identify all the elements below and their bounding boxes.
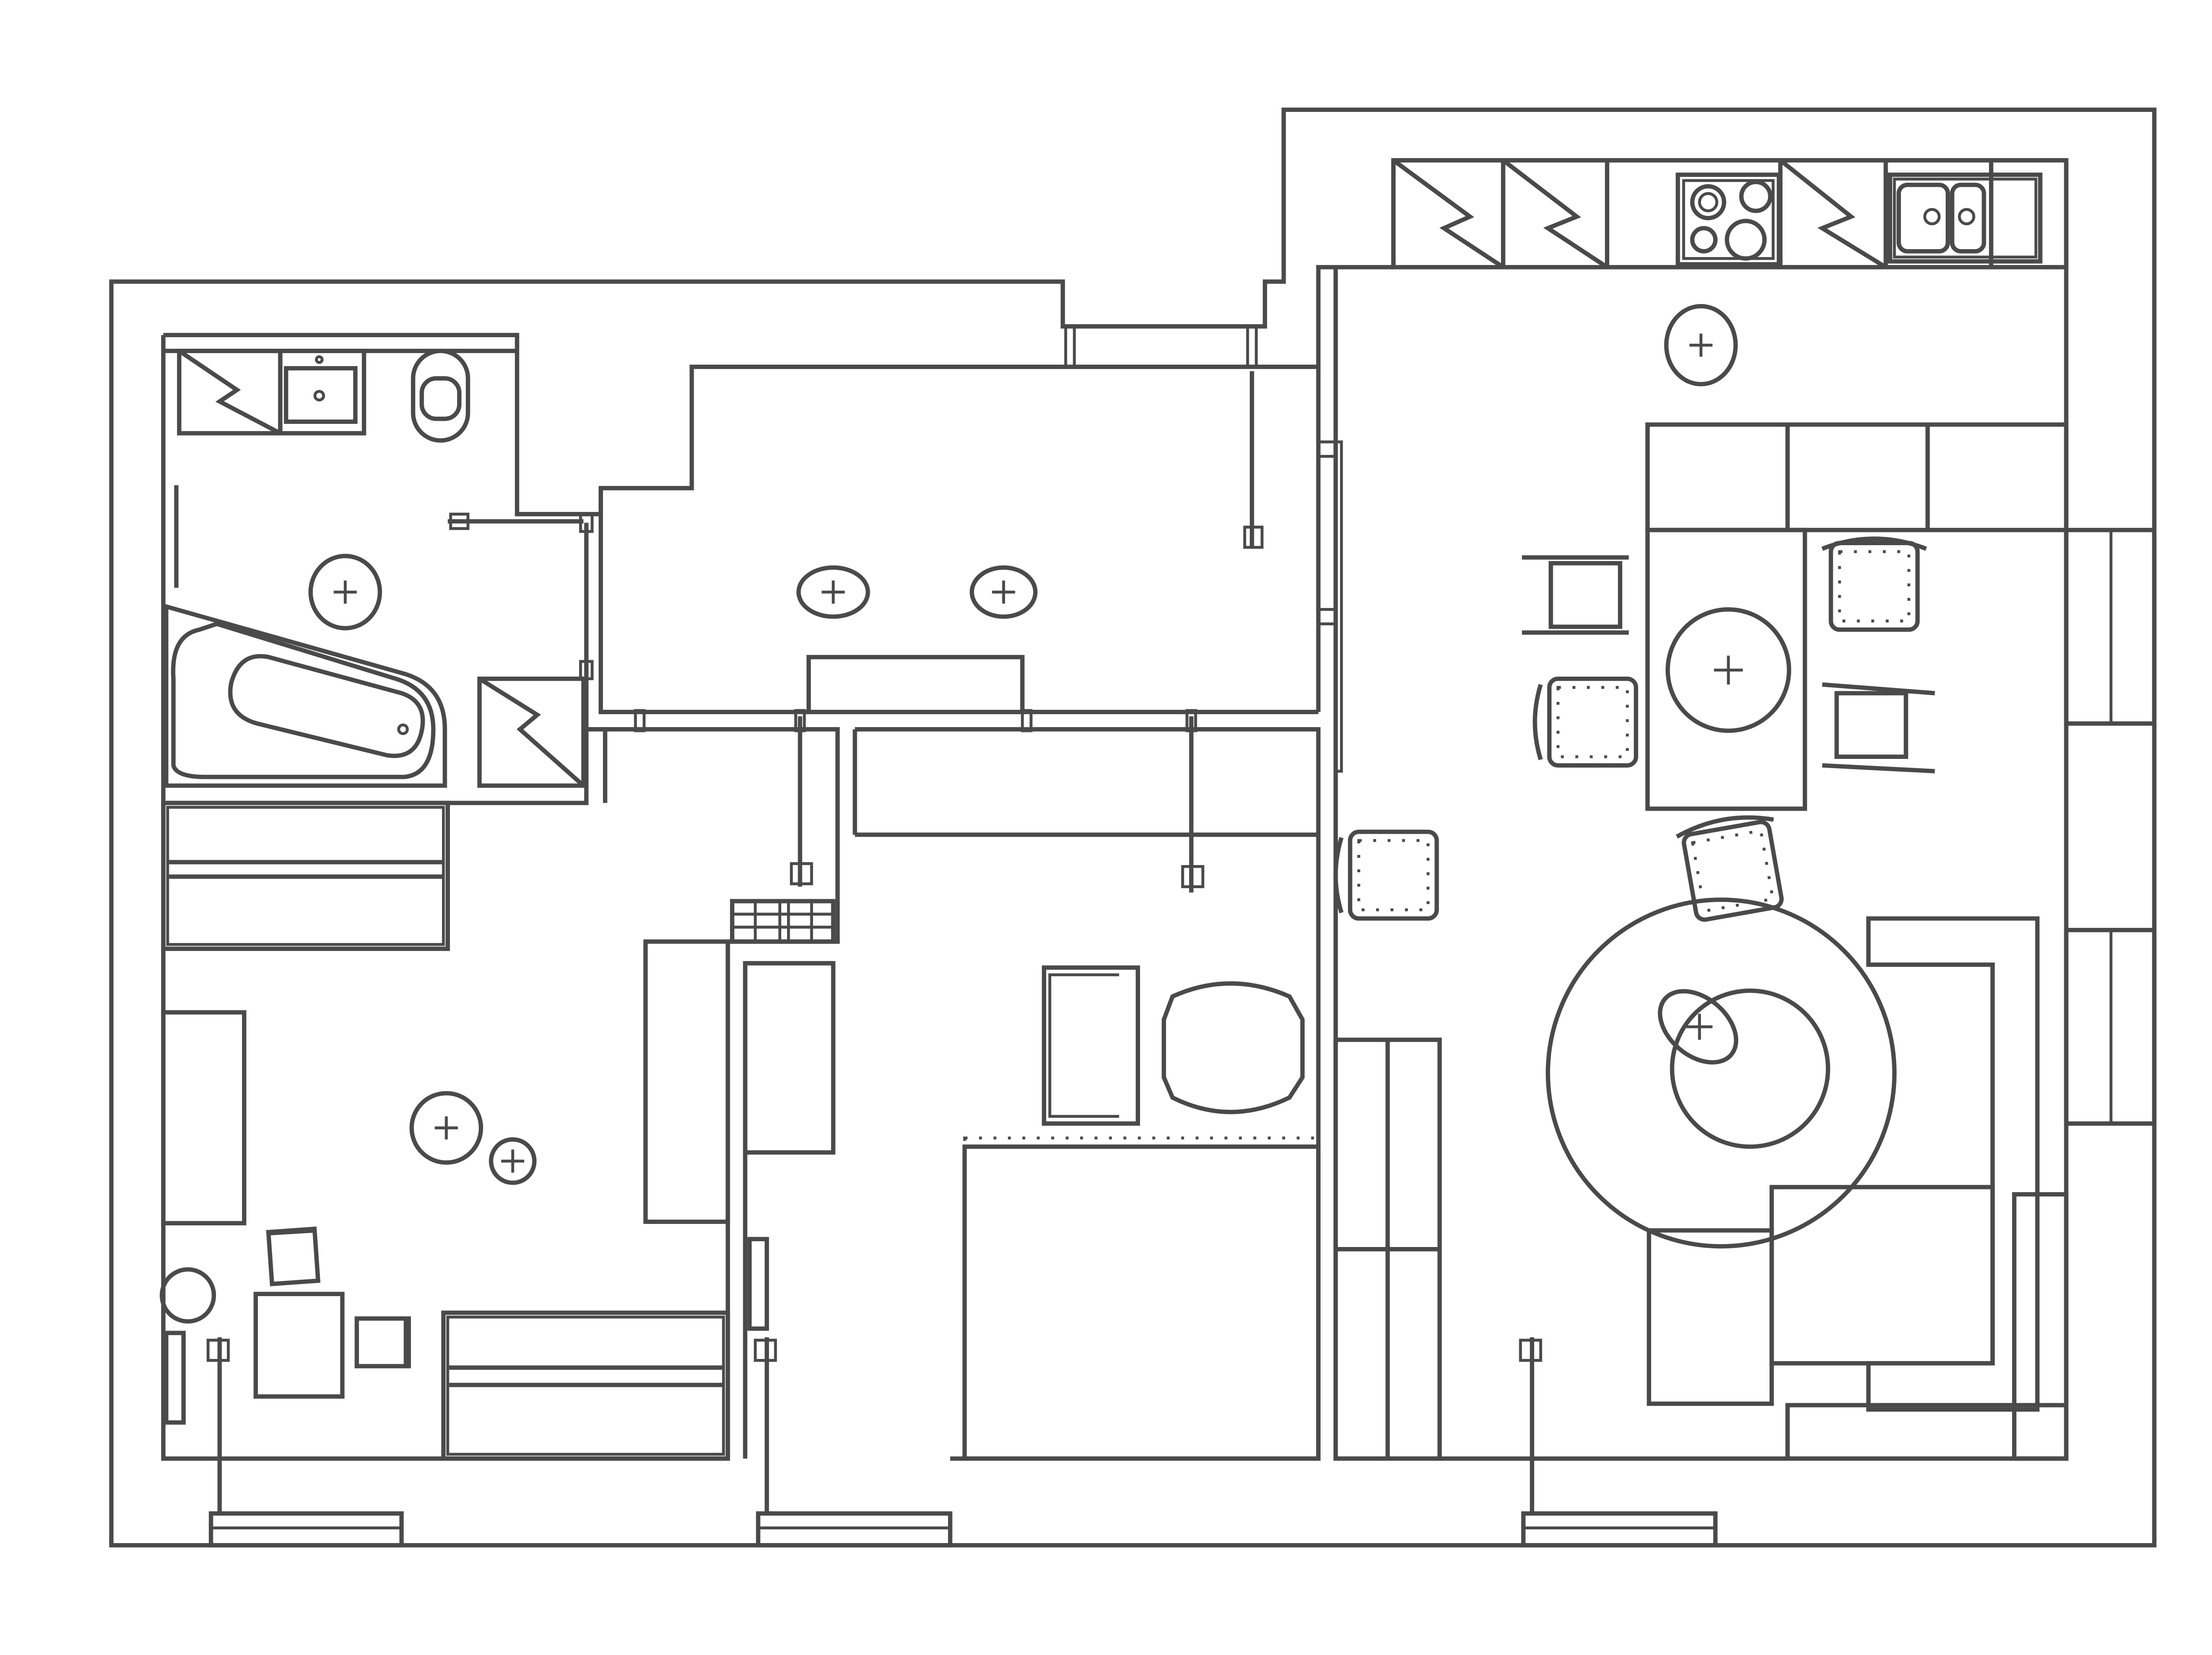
- shoe-rack: [730, 899, 836, 944]
- corner-unit: [2012, 1192, 2069, 1461]
- round-stool: [160, 1267, 216, 1324]
- door-bathroom: [448, 512, 584, 530]
- door-balcony-right: [1519, 1337, 1542, 1514]
- kitchen-island: [1645, 422, 2069, 532]
- washbasin: [278, 349, 366, 435]
- interior-walls: [163, 349, 1321, 1461]
- bedroom-left-shelf: [161, 1010, 246, 1226]
- double-sink: [1888, 172, 2043, 264]
- ceiling-light-kitchen: [1664, 304, 1738, 386]
- kitchen-counter: [1391, 158, 2069, 269]
- ceiling-light-bedroom-1: [409, 1091, 484, 1165]
- ceiling-light-bathroom: [308, 554, 382, 631]
- door-bedroom-left: [790, 716, 813, 887]
- dining-table: [1665, 607, 1791, 733]
- windows: [208, 527, 2157, 1547]
- chair-dining-1: [1522, 555, 1629, 635]
- kitchen-living: [1333, 158, 2069, 1461]
- ceiling-light-hall-2: [969, 565, 1038, 619]
- bathtub: [164, 604, 447, 788]
- hall-wardrobe: [806, 655, 1025, 714]
- bathroom: [164, 349, 586, 788]
- middle-wardrobe: [743, 961, 836, 1155]
- tv-cabinet: [1785, 1403, 2069, 1461]
- ceiling-light-bedroom-2: [489, 1137, 537, 1185]
- mirror-panel: [747, 1237, 769, 1331]
- ceiling-light-hall-1: [796, 565, 870, 619]
- hallway: [806, 655, 1025, 714]
- coffee-table: [1670, 988, 1830, 1149]
- dining-area-panel: [1645, 527, 1807, 811]
- door-hall-kitchen: [1243, 371, 1263, 549]
- cooktop: [1675, 172, 1781, 267]
- bed-lower: [441, 1310, 730, 1461]
- chair-dining-4: [1822, 682, 1935, 774]
- chair-lounge-1: [1333, 829, 1439, 921]
- desk-chair: [266, 1226, 321, 1286]
- double-bed: [962, 1144, 1321, 1461]
- side-shelf: [164, 1331, 186, 1425]
- ceiling-light-living: [1658, 989, 1739, 1065]
- desk: [253, 1292, 345, 1399]
- round-rug: [1546, 897, 1897, 1249]
- bedroom-middle: [743, 961, 1321, 1461]
- ceiling-light-dining: [1714, 655, 1743, 685]
- chair-dining-2: [1821, 536, 1927, 632]
- toilet: [411, 349, 470, 443]
- bed-upper: [161, 801, 450, 951]
- nightstand-left: [354, 1316, 411, 1369]
- door-balcony-middle: [753, 1337, 777, 1514]
- bedroom-left-closet: [643, 939, 730, 1224]
- door-jamb-markers: [579, 325, 1343, 773]
- bedroom-left: [160, 801, 836, 1461]
- chair-dining-3: [1532, 676, 1638, 768]
- armchair: [1161, 981, 1305, 1114]
- nightstand-middle: [1042, 965, 1140, 1126]
- door-bedroom-middle: [1181, 716, 1205, 893]
- doors: [207, 325, 1542, 1514]
- bathroom-cabinet: [177, 349, 283, 435]
- bathroom-storage: [477, 676, 586, 788]
- door-balcony-left: [207, 1337, 230, 1514]
- sofa: [1647, 916, 2040, 1412]
- ceiling-lights: [308, 304, 1743, 1185]
- exterior-walls: [109, 108, 2157, 1547]
